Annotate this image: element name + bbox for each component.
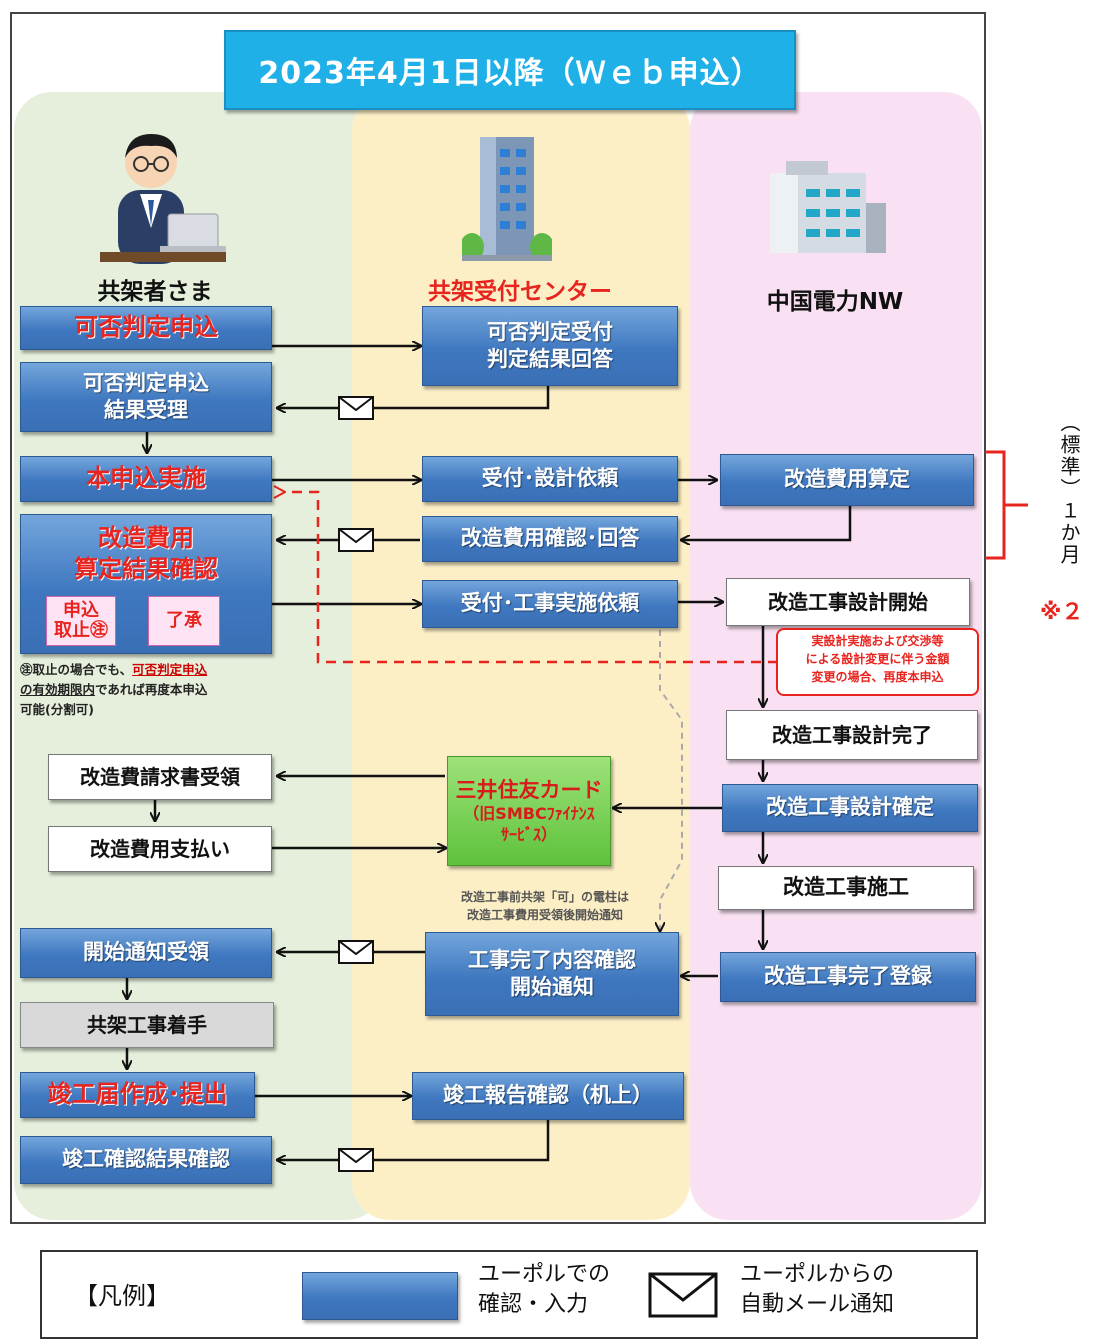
step-hon-moushikomi: 本申込実施: [20, 456, 272, 502]
step-uketsuke-sekkei: 受付･設計依頼: [422, 456, 678, 502]
mail-envelope-icon: [338, 1148, 374, 1172]
lane-header-center: 共架受付センター: [428, 279, 612, 305]
step-kahi-juri: 可否判定申込 結果受理: [20, 362, 272, 432]
step-seikyusho: 改造費請求書受領: [48, 754, 272, 800]
step-kekka-kakunin-line1: 改造費用: [98, 524, 194, 552]
torikeshi-note-1a: ㊟取止の場合でも、: [20, 662, 133, 677]
mail-envelope-icon: [338, 528, 374, 552]
step-kahi-uketsuke: 可否判定受付 判定結果回答: [422, 306, 678, 386]
note-mark-2: ※２: [1040, 600, 1084, 625]
step-smbc-line2: （旧SMBCﾌｧｲﾅﾝｽ: [463, 803, 595, 823]
gray-note-line2: 改造工事費用受領後開始通知: [466, 908, 623, 922]
legend-mail-text: ユーポルからの 自動メール通知: [740, 1260, 894, 1319]
step-uketsuke-kouji: 受付･工事実施依頼: [422, 580, 678, 628]
mail-envelope-icon: [648, 1272, 718, 1318]
step-smbc-line3: ｻｰﾋﾞｽ）: [500, 824, 557, 844]
mail-envelope-icon: [338, 396, 374, 420]
step-shunkou-kekka: 竣工確認結果確認: [20, 1136, 272, 1184]
torikeshi-line2: 取止㊟: [54, 620, 108, 641]
legend-blue-sample: [302, 1272, 458, 1320]
legend-label: 【凡例】: [74, 1282, 170, 1310]
gray-note: 改造工事前共架「可」の電柱は 改造工事費用受領後開始通知: [410, 888, 680, 924]
standard-period-label: （標準）１か月: [1057, 412, 1081, 566]
torikeshi-line1: 申込: [63, 600, 99, 622]
step-kahi-juri-line2: 結果受理: [104, 398, 188, 422]
step-sekou: 改造工事施工: [718, 866, 974, 910]
step-kaizou-santei: 改造費用算定: [720, 454, 974, 506]
step-shiharai: 改造費用支払い: [48, 826, 272, 872]
step-kanryou-naiyou-line1: 工事完了内容確認: [468, 947, 636, 972]
step-kanryou-naiyou-line2: 開始通知: [510, 975, 594, 999]
step-smbc-line1: 三井住友カード: [455, 777, 603, 802]
legend-blue-line2: 確認・入力: [478, 1291, 589, 1317]
office-building-icon: [462, 137, 552, 261]
step-kaizou-kakunin: 改造費用確認･回答: [422, 516, 678, 562]
torikeshi-note-1b: 可否判定申込: [132, 662, 208, 677]
legend-box: [40, 1250, 978, 1339]
step-kanryou-naiyou: 工事完了内容確認 開始通知: [425, 932, 679, 1016]
legend-mail-line2: 自動メール通知: [740, 1291, 895, 1317]
step-kahi-uketsuke-line1: 可否判定受付: [487, 319, 613, 344]
torikeshi-note: ㊟取止の場合でも、可否判定申込 の有効期限内であれば再度本申込 可能(分割可): [20, 660, 285, 720]
step-shunkou-todoke: 竣工届作成･提出: [20, 1072, 255, 1118]
step-sekkei-kakutei: 改造工事設計確定: [722, 784, 978, 832]
step-shunkou-houkoku: 竣工報告確認（机上）: [412, 1072, 684, 1120]
lane-center: [352, 92, 690, 1220]
redesign-note-line3: 変更の場合、再度本申込: [811, 670, 944, 684]
gray-note-line1: 改造工事前共架「可」の電柱は: [460, 890, 629, 904]
step-chakushu: 共架工事着手: [20, 1002, 274, 1048]
mail-envelope-icon: [338, 940, 374, 964]
step-smbc: 三井住友カード （旧SMBCﾌｧｲﾅﾝｽ ｻｰﾋﾞｽ）: [447, 756, 611, 866]
shoudaku-button: 了承: [148, 596, 220, 646]
legend-blue-text: ユーポルでの 確認・入力: [478, 1260, 610, 1319]
factory-building-icon: [770, 161, 886, 253]
diagram-title: 2023年4月1日以降（Ｗｅｂ申込）: [224, 30, 796, 110]
torikeshi-button: 申込 取止㊟: [46, 596, 116, 646]
redesign-note-line1: 実設計実施および交渉等: [811, 634, 944, 648]
step-kahi-moushikomi: 可否判定申込: [20, 306, 272, 350]
step-kaishi-juryou: 開始通知受領: [20, 928, 272, 978]
redesign-note: 実設計実施および交渉等 による設計変更に伴う金額 変更の場合、再度本申込: [776, 628, 979, 696]
step-sekkei-kaishi: 改造工事設計開始: [726, 578, 970, 626]
redesign-note-line2: による設計変更に伴う金額: [805, 652, 950, 666]
legend-blue-line1: ユーポルでの: [478, 1262, 611, 1287]
torikeshi-note-2a: の有効期限内: [20, 682, 96, 697]
step-kanryou-touroku: 改造工事完了登録: [720, 952, 976, 1002]
step-kahi-juri-line1: 可否判定申込: [83, 370, 209, 395]
torikeshi-note-2b: であれば再度本申込: [95, 682, 208, 697]
step-kekka-kakunin-line2: 算定結果確認: [74, 555, 218, 584]
torikeshi-note-3: 可能(分割可): [20, 702, 94, 717]
lane-header-chugoku: 中国電力NW: [766, 289, 904, 315]
step-sekkei-kanryou: 改造工事設計完了: [726, 710, 978, 760]
legend-mail-line1: ユーポルからの: [740, 1262, 895, 1287]
step-kahi-uketsuke-line2: 判定結果回答: [487, 347, 613, 371]
lane-header-customer: 共架者さま: [97, 279, 213, 305]
person-at-laptop-icon: [100, 134, 226, 264]
